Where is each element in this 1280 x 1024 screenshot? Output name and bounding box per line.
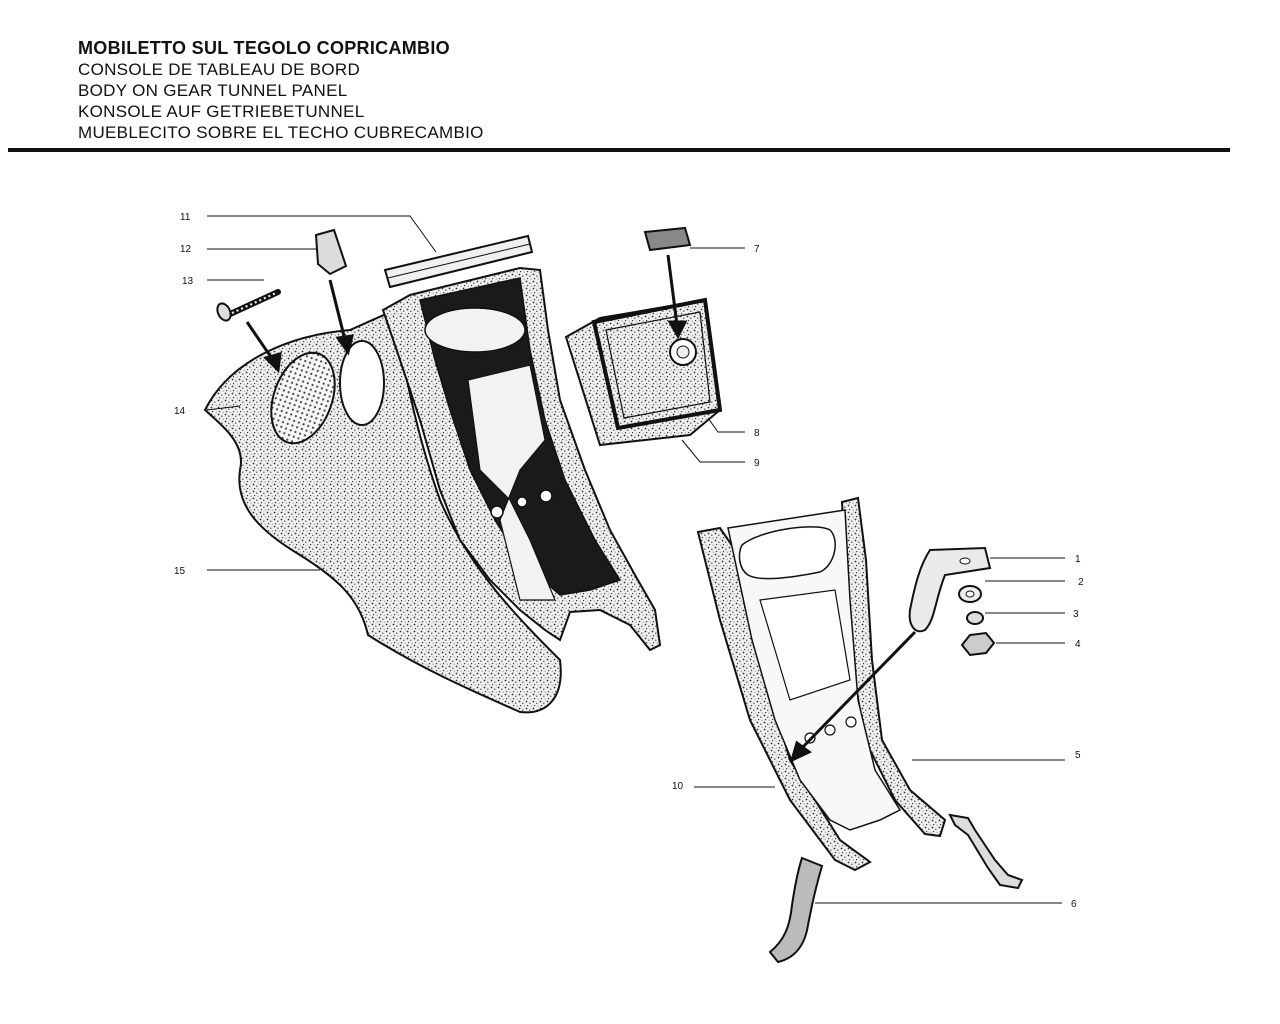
callout-15: 15 xyxy=(174,566,186,577)
callout-9: 9 xyxy=(754,458,760,469)
clip-part xyxy=(314,228,348,276)
leader-lines xyxy=(206,215,1065,904)
nut-part xyxy=(960,631,996,657)
callout-5: 5 xyxy=(1075,750,1081,761)
header-rule xyxy=(8,148,1230,152)
callout-7: 7 xyxy=(754,244,760,255)
title-french: CONSOLE DE TABLEAU DE BORD xyxy=(78,60,361,79)
title-italian: MOBILETTO SUL TEGOLO COPRICAMBIO xyxy=(78,38,450,58)
cover-cap-part xyxy=(643,226,692,252)
title-block: MOBILETTO SUL TEGOLO COPRICAMBIO CONSOLE… xyxy=(78,38,484,143)
assembly-arrows xyxy=(245,254,917,763)
callout-13: 13 xyxy=(182,276,194,287)
callout-3: 3 xyxy=(1073,609,1079,620)
boot-frame-part xyxy=(591,297,723,431)
callout-14: 14 xyxy=(174,406,186,417)
callout-4: 4 xyxy=(1075,639,1081,650)
speaker-opening xyxy=(339,340,385,426)
console-hole xyxy=(516,496,528,508)
retaining-strip-part xyxy=(948,813,1024,890)
speaker-grille-part xyxy=(270,351,336,445)
callout-1: 1 xyxy=(1075,554,1081,565)
callout-10: 10 xyxy=(672,781,684,792)
title-english: BODY ON GEAR TUNNEL PANEL xyxy=(78,81,348,100)
screw-part xyxy=(216,289,281,322)
title-spanish: MUEBLECITO SOBRE EL TECHO CUBRECAMBIO xyxy=(78,123,484,142)
boot-part xyxy=(605,311,711,419)
title-german: KONSOLE AUF GETRIEBETUNNEL xyxy=(78,102,365,121)
console-upper-opening xyxy=(424,307,526,353)
lower-upper-slot xyxy=(738,526,836,580)
console-face-plate xyxy=(467,364,556,601)
lower-plate xyxy=(759,589,851,701)
callout-2: 2 xyxy=(1078,577,1084,588)
bracket-part xyxy=(908,546,992,633)
console-hole xyxy=(490,505,504,519)
callout-11: 11 xyxy=(180,212,191,223)
callout-12: 12 xyxy=(180,244,192,255)
callout-8: 8 xyxy=(754,428,760,439)
callout-6: 6 xyxy=(1071,899,1077,910)
retaining-strip-part xyxy=(768,856,824,964)
console-hole xyxy=(539,489,553,503)
lock-washer-part xyxy=(966,611,984,625)
callout-labels: 11 12 13 14 15 7 8 9 1 2 3 4 5 10 6 xyxy=(174,212,1084,910)
